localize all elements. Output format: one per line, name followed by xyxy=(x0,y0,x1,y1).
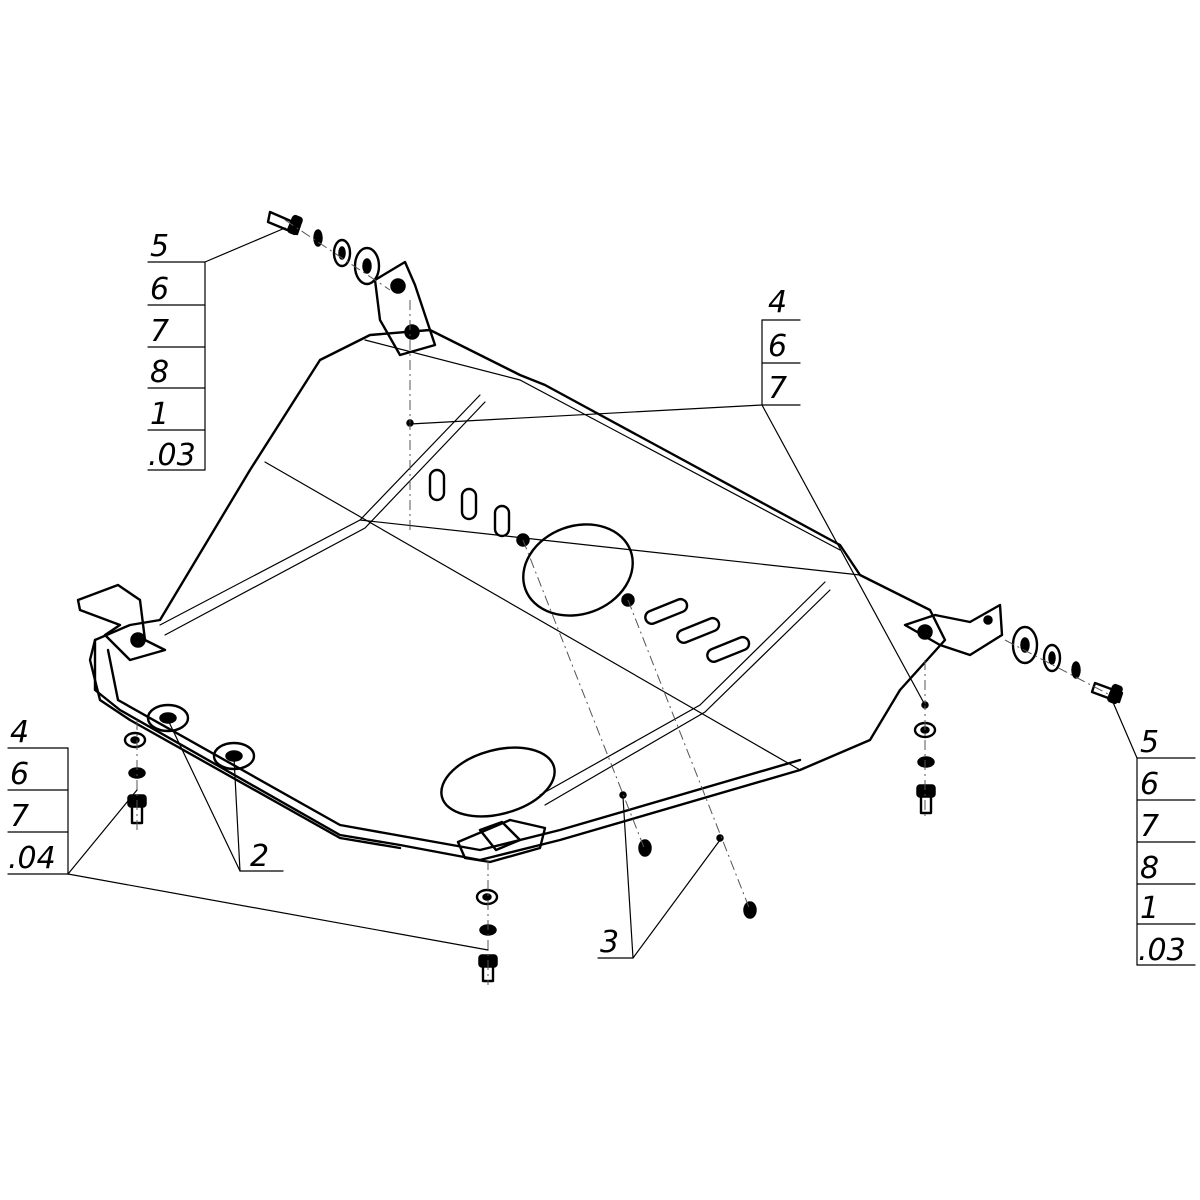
bolt-icon xyxy=(919,793,933,815)
leader-line xyxy=(622,796,634,959)
bend-line-upper xyxy=(364,339,841,551)
oval-opening-front xyxy=(440,746,556,818)
callout-label: 1 xyxy=(1140,891,1159,926)
leader-line xyxy=(409,404,763,425)
leader-lines xyxy=(67,227,1138,959)
callout-label: 7 xyxy=(1140,809,1159,844)
callout-label: .04 xyxy=(8,841,56,876)
washer-hole-icon xyxy=(1020,637,1030,653)
callout-label: 7 xyxy=(768,371,787,406)
vent-slot xyxy=(460,487,478,521)
nut-icon xyxy=(917,756,935,768)
nut-icon xyxy=(743,901,757,919)
washer-hole-icon xyxy=(482,893,492,901)
washer-hole-icon xyxy=(130,736,140,744)
callout-label: 5 xyxy=(150,229,169,264)
bracket-top xyxy=(373,260,437,357)
callout-label: 6 xyxy=(768,329,787,364)
callout-label: .03 xyxy=(1138,933,1186,968)
washer-hole-icon xyxy=(362,258,372,274)
callout-label: 8 xyxy=(150,355,169,390)
leader-line xyxy=(761,404,926,706)
center-line xyxy=(627,599,751,911)
vent-slot xyxy=(706,635,751,663)
hardware xyxy=(123,210,1124,983)
nut-icon xyxy=(638,839,652,857)
bend-line-long xyxy=(264,461,801,771)
callout-label: 4 xyxy=(768,285,787,320)
callout-label: 1 xyxy=(150,397,169,432)
bolt-head-icon xyxy=(1107,683,1123,705)
nut-icon xyxy=(313,229,323,247)
callout-bottom-left: 4 6 7 .04 xyxy=(7,715,69,876)
vent-slot xyxy=(428,468,446,502)
bolt-head-icon xyxy=(287,214,303,236)
bend-line-left xyxy=(159,394,481,626)
bracket-front-tab xyxy=(478,820,522,852)
bracket-hole xyxy=(404,324,420,340)
leader-line xyxy=(632,839,721,959)
center-line xyxy=(522,539,646,851)
callout-label: 8 xyxy=(1140,851,1159,886)
bracket-hole xyxy=(390,278,406,294)
leader-line xyxy=(167,719,241,872)
callout-label: 3 xyxy=(600,925,619,960)
callout-item-2: 2 xyxy=(239,839,284,874)
skid-plate xyxy=(88,328,947,862)
callout-label: 2 xyxy=(250,839,269,874)
callout-label: 6 xyxy=(10,757,29,792)
callout-label: 5 xyxy=(1140,725,1159,760)
vent-slot xyxy=(676,616,721,644)
bracket-right xyxy=(903,603,1004,657)
callout-label: 7 xyxy=(150,314,169,349)
callout-label: .03 xyxy=(148,438,196,473)
callout-label: 6 xyxy=(1140,767,1159,802)
center-lines xyxy=(136,219,1111,985)
callout-item-3: 3 xyxy=(597,925,634,960)
boss-left-center xyxy=(159,712,177,724)
leader-line xyxy=(1111,699,1138,759)
brackets xyxy=(76,260,1004,864)
callout-top-left: 5 6 7 8 1 .03 xyxy=(147,229,206,473)
vent-slot xyxy=(493,504,511,538)
front-flange xyxy=(88,638,402,850)
leader-line xyxy=(67,873,489,951)
washer-hole-icon xyxy=(338,246,346,260)
leader-line xyxy=(233,757,241,872)
leader-line xyxy=(67,789,138,875)
plate-inner-rim xyxy=(106,648,802,852)
bend-line-diagonal xyxy=(359,519,861,576)
bracket-front xyxy=(456,818,547,864)
center-line xyxy=(284,219,391,291)
bend-line-right xyxy=(544,589,831,806)
bend-line-left-2 xyxy=(164,401,486,636)
vent-slot xyxy=(644,597,689,625)
callout-label: 4 xyxy=(10,715,29,750)
plate-outline xyxy=(93,328,947,862)
bend-line-right-2 xyxy=(539,581,826,796)
bracket-hole xyxy=(130,632,146,648)
nut-icon xyxy=(1071,661,1081,679)
leader-line xyxy=(204,227,286,263)
oval-opening-center xyxy=(522,523,634,617)
bracket-hole xyxy=(983,615,993,625)
callout-top-center: 4 6 7 xyxy=(761,285,801,406)
bracket-left xyxy=(76,583,167,662)
bracket-hole xyxy=(917,624,933,640)
callout-right: 5 6 7 8 1 .03 xyxy=(1136,725,1196,968)
callout-label: 7 xyxy=(10,799,29,834)
boss-left xyxy=(146,703,190,733)
washer-hole-icon xyxy=(1048,651,1056,665)
callout-label: 6 xyxy=(150,272,169,307)
